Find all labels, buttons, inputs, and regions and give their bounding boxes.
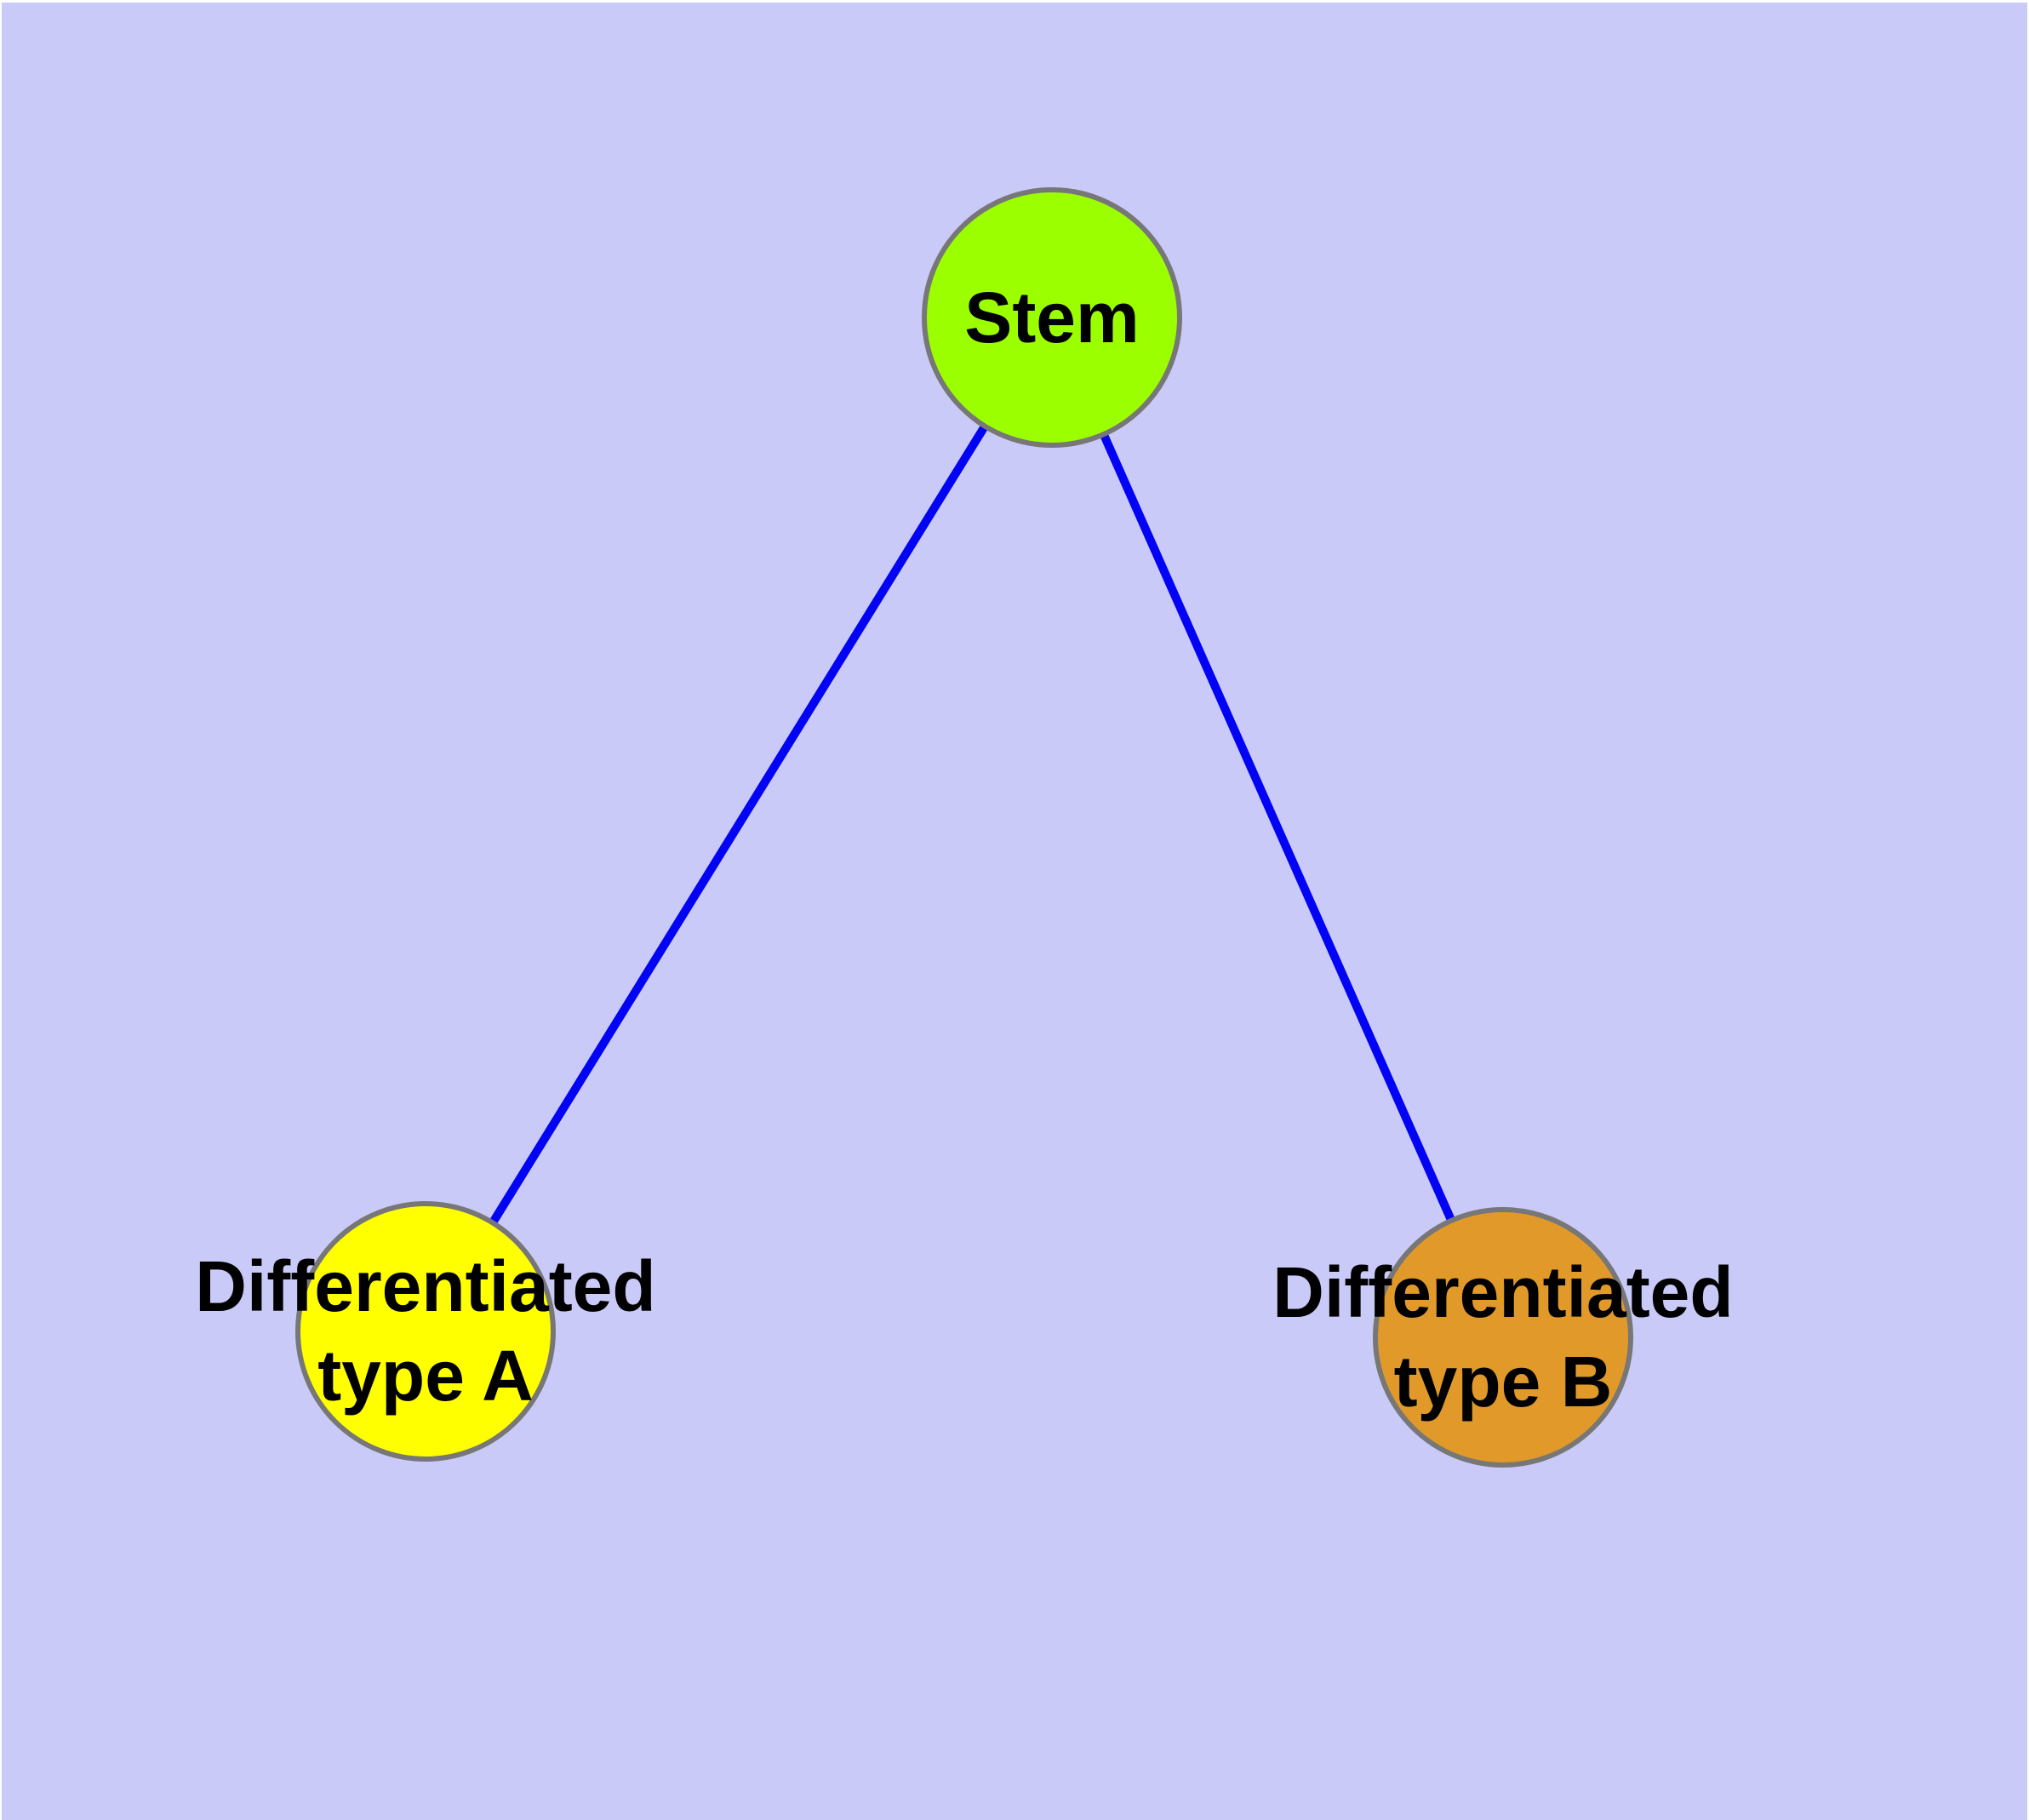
type-a-node-label-line1: Differentiated: [195, 1246, 655, 1326]
type-a-node-label-line2: type A: [317, 1336, 534, 1416]
stem-node: [922, 187, 1182, 448]
edge-stem-to-type-b: [1048, 315, 1507, 1340]
stem-node-label: Stem: [964, 278, 1139, 358]
type-b-node: [1373, 1207, 1633, 1468]
edge-stem-to-type-a: [421, 315, 1056, 1334]
type-a-node: [295, 1201, 556, 1462]
type-b-node-label-line1: Differentiated: [1272, 1252, 1733, 1332]
type-b-node-label-line2: type B: [1394, 1342, 1613, 1422]
